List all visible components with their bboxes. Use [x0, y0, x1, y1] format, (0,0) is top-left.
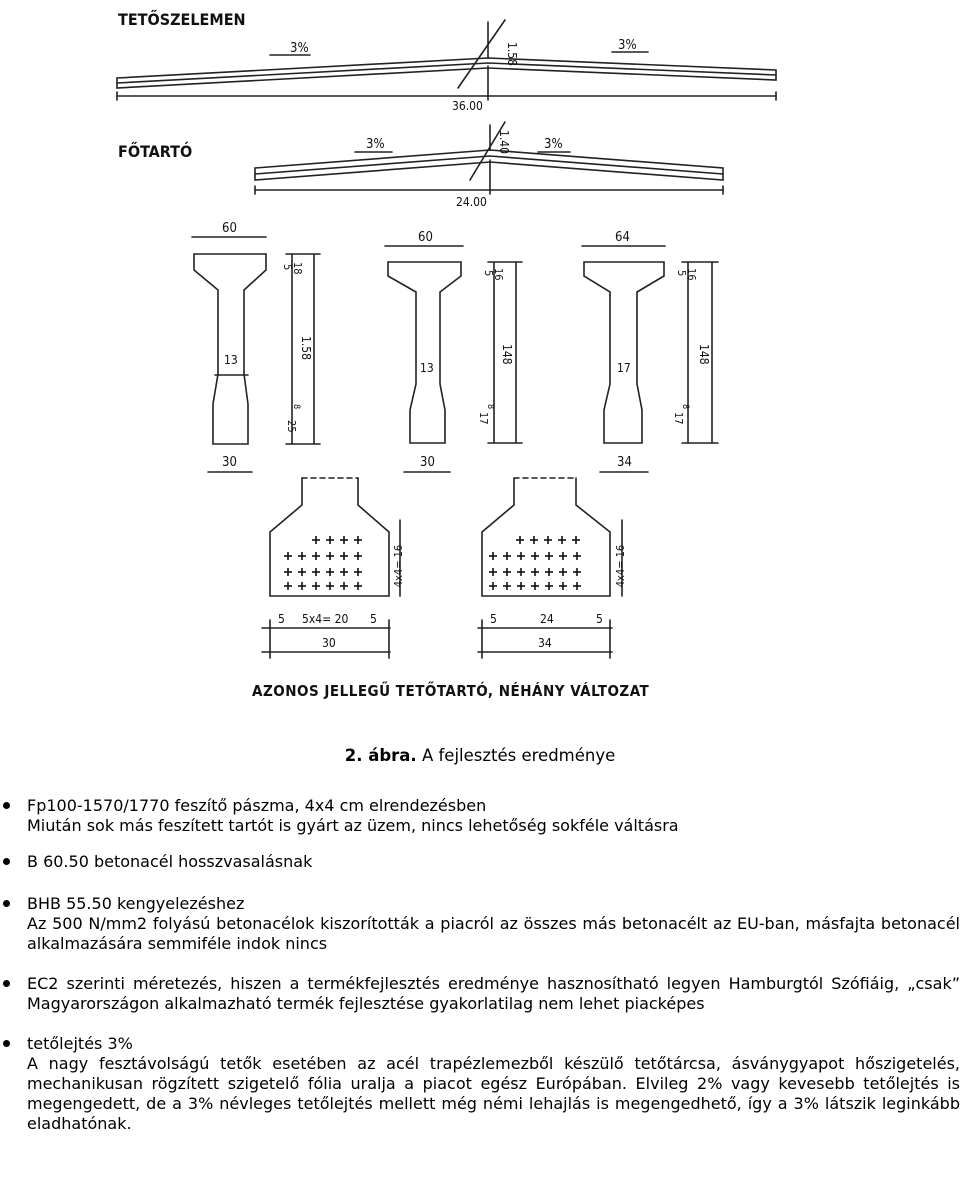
dim-label: 5	[490, 612, 497, 626]
roof-element-label: TETŐSZELEMEN	[118, 9, 246, 29]
dim-label: 5	[370, 612, 377, 626]
rise-label: 1.40	[497, 130, 511, 154]
dim-label: 5x4= 20	[302, 612, 348, 626]
dim-label: 30	[222, 455, 237, 470]
item-heading: EC2 szerinti méretezés, hiszen a termékf…	[27, 974, 960, 1013]
dim-label: 4x4= 16	[614, 545, 627, 587]
bullet-icon	[3, 1040, 10, 1047]
dim-label: 60	[418, 230, 433, 245]
dim-label: 5	[675, 270, 688, 276]
dim-label: 30	[420, 455, 435, 470]
item-heading: Fp100-1570/1770 feszítő pászma, 4x4 cm e…	[27, 796, 487, 815]
bullet-icon	[3, 980, 10, 987]
list-item: Fp100-1570/1770 feszítő pászma, 4x4 cm e…	[3, 796, 960, 836]
dim-label: 148	[697, 344, 711, 365]
slope-label: 3%	[544, 137, 563, 152]
drawing-title: AZONOS JELLEGŰ TETŐTARTÓ, NÉHÁNY VÁLTOZA…	[252, 680, 649, 700]
dim-label: 60	[222, 221, 237, 236]
dim-label: 13	[224, 353, 238, 367]
main-girder-beam	[254, 121, 724, 195]
dim-label: 4x4= 16	[392, 545, 405, 587]
dim-label: 5	[482, 270, 495, 276]
list-item: EC2 szerinti méretezés, hiszen a termékf…	[3, 974, 960, 1014]
section-1	[191, 236, 321, 473]
section-2	[384, 245, 523, 473]
item-body: A nagy fesztávolságú tetők esetében az a…	[27, 1054, 960, 1133]
slope-label: 3%	[366, 137, 385, 152]
dim-label: 5	[596, 612, 603, 626]
dim-label: 8	[680, 404, 690, 409]
tendon-detail-1	[261, 477, 401, 659]
dim-label: 13	[420, 361, 434, 375]
slope-label: 3%	[290, 41, 309, 56]
slope-label: 3%	[618, 38, 637, 53]
list-item: B 60.50 betonacél hosszvasalásnak	[3, 852, 960, 872]
dim-label: 16	[492, 268, 505, 281]
tendon-detail-2	[477, 477, 623, 659]
dim-label: 5	[281, 264, 294, 270]
item-heading: BHB 55.50 kengyelezéshez	[27, 894, 245, 913]
dim-label: 34	[538, 636, 552, 650]
dim-label: 34	[617, 455, 632, 470]
dim-label: 17	[617, 361, 631, 375]
roof-element-beam	[116, 19, 777, 101]
strand-grid-1	[284, 536, 362, 590]
item-heading: B 60.50 betonacél hosszvasalásnak	[27, 852, 313, 871]
section-3	[581, 245, 719, 473]
dim-label: 17	[672, 412, 685, 425]
bullet-list: Fp100-1570/1770 feszítő pászma, 4x4 cm e…	[0, 790, 960, 1134]
dim-label: 8	[485, 404, 495, 409]
dim-label: 1.58	[299, 336, 313, 360]
bullet-icon	[3, 858, 10, 865]
item-body: Az 500 N/mm2 folyású betonacélok kiszorí…	[27, 914, 960, 953]
span-label: 36.00	[452, 99, 483, 113]
dim-label: 24	[540, 612, 554, 626]
dim-label: 25	[285, 420, 298, 433]
list-item: BHB 55.50 kengyelezéshez Az 500 N/mm2 fo…	[3, 894, 960, 954]
item-heading: tetőlejtés 3%	[27, 1034, 133, 1053]
list-item: tetőlejtés 3% A nagy fesztávolságú tetők…	[3, 1034, 960, 1134]
dim-label: 17	[477, 412, 490, 425]
main-girder-label: FŐTARTÓ	[118, 141, 192, 161]
dim-label: 5	[278, 612, 285, 626]
bullet-icon	[3, 802, 10, 809]
bullet-icon	[3, 900, 10, 907]
item-body: Miután sok más feszített tartót is gyárt…	[27, 816, 679, 835]
rise-label: 1.58	[505, 42, 519, 66]
dim-label: 8	[291, 404, 301, 409]
dim-label: 16	[685, 268, 698, 281]
dim-label: 148	[500, 344, 514, 365]
strand-grid-2	[489, 536, 581, 590]
caption-label: 2. ábra.	[344, 746, 417, 765]
technical-drawing: TETŐSZELEMEN FŐTARTÓ 3% 3% 1.58 36.00 3%…	[116, 9, 777, 700]
caption-text: A fejlesztés eredménye	[416, 746, 616, 765]
dim-label: 18	[291, 262, 304, 275]
span-label: 24.00	[456, 195, 487, 209]
dim-label: 64	[615, 230, 630, 245]
figure-caption: 2. ábra. A fejlesztés eredménye	[0, 746, 960, 765]
dim-label: 30	[322, 636, 336, 650]
